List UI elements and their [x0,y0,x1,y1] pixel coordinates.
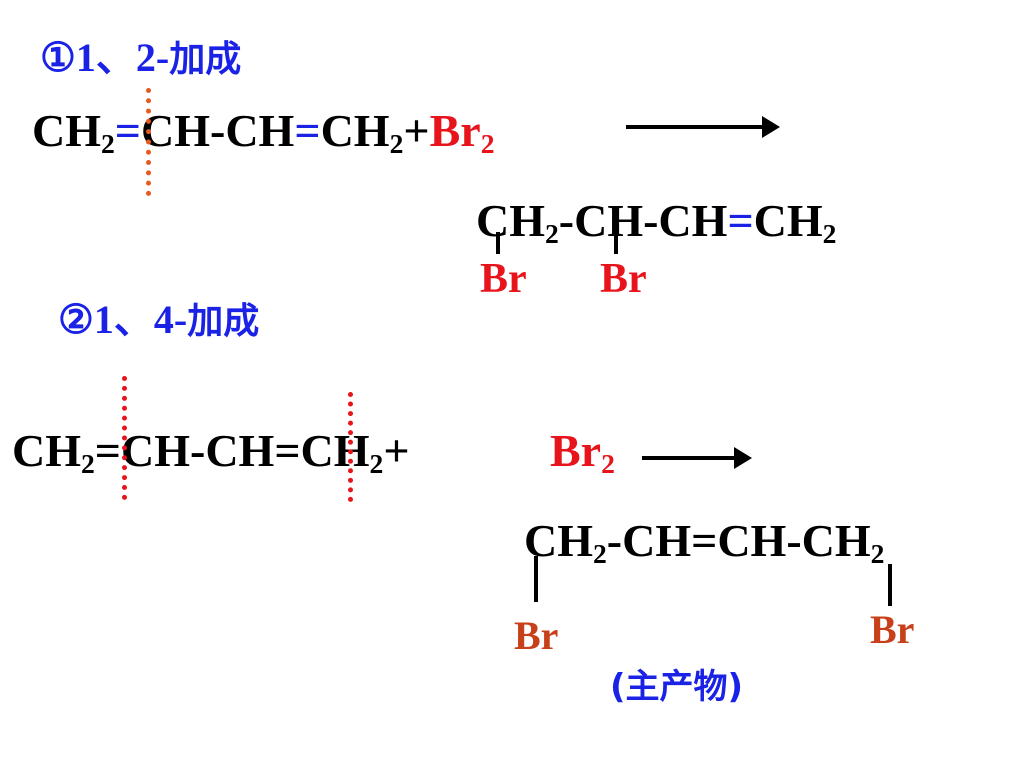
product2-bond-2 [888,564,892,606]
section2-heading: ②1、4-加成 [58,300,259,340]
product2-sub-b: 2 [870,537,885,569]
reactant2-br2: Br2 [550,425,615,478]
product1-bond-1 [496,232,500,254]
product1-br-1: Br [480,256,527,302]
product2-br-1: Br [514,613,559,658]
section2-reactant: CH2=CH-CH=CH2+ [12,425,410,478]
product1-double-bond: = [727,195,754,246]
reactant2-sub-a: 2 [81,447,95,479]
reactant1-double-bond-b: = [294,105,321,156]
product1-br-2: Br [600,256,647,302]
section1-label: ①1、2- [40,35,170,80]
product1-bond-2 [614,232,618,254]
section2-cleave-line-2 [348,392,353,502]
reactant2-br-sub: 2 [601,447,615,479]
reactant1-ch2-a: CH [32,105,101,156]
section2-cleave-line-1 [122,376,127,500]
reactant2-sub-b: 2 [369,447,384,479]
product2-chain: -CH=CH-CH [606,515,871,566]
section2-label: ②1、4- [58,297,188,342]
reactant2-plus: + [383,425,410,476]
product2-sub-a: 2 [593,537,607,569]
product2-bond-1 [534,556,538,602]
reactant1-ch2-b: CH [320,105,390,156]
reactant1-double-bond-a: = [114,105,142,156]
reactant2-mid: =CH-CH= [94,425,301,476]
product1-ch-ch: -CH-CH [558,195,728,246]
reactant2-ch2-a: CH [12,425,81,476]
reactant2-br: Br [550,425,602,476]
reactant1-br2: Br [429,105,481,156]
section1-reactant: CH2=CH-CH=CH2+Br2 [32,105,494,158]
product2-ch2-a: CH [524,515,593,566]
section2-product: CH2-CH=CH-CH2 [524,515,884,568]
reactant1-plus: + [403,105,430,156]
section2-reaction-arrow [642,447,752,469]
reactant1-sub-b: 2 [389,127,404,159]
section1-label-cn: 加成 [169,39,242,80]
section1-heading: ①1、2-加成 [40,38,241,78]
product1-ch2-b: CH [753,195,823,246]
product2-br-2: Br [870,607,915,652]
section1-product: CH2-CH-CH=CH2 [476,195,836,248]
section1-cleave-line [146,88,151,196]
reactant1-sub-a: 2 [101,127,115,159]
main-product-note: (主产物) [610,667,744,707]
section1-reaction-arrow [626,116,780,138]
reactant2-ch2-b: CH [300,425,370,476]
reactant1-br2-sub: 2 [480,127,495,159]
product1-sub-a: 2 [545,217,559,249]
reactant1-mid: CH-CH [141,105,295,156]
product1-sub-c: 2 [822,217,837,249]
section2-label-cn: 加成 [187,301,260,342]
product1-ch2: CH [476,195,545,246]
